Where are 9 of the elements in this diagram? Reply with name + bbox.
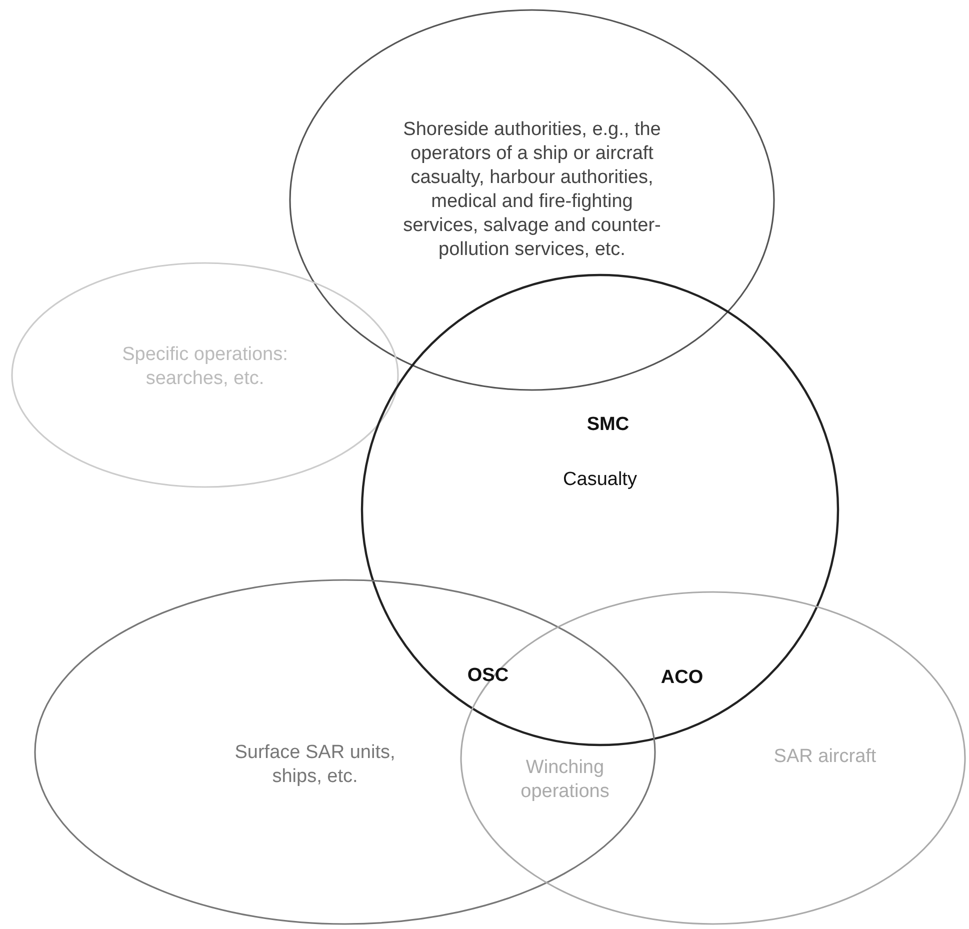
- set-label: Casualty: [562, 468, 638, 492]
- overlap-label: OSC: [466, 664, 510, 688]
- set-label: Shoreside authorities, e.g., the operators of a ship or aircraft casualty, harbour authorities, medical and fire-fighting services, salvage and counter-pollution services, etc.: [402, 118, 662, 262]
- set-label: SAR aircraft: [772, 745, 878, 769]
- set-label: Specific operations: searches, etc.: [121, 343, 289, 391]
- overlap-label: ACO: [660, 666, 704, 690]
- overlap-label: Winching operations: [520, 756, 610, 804]
- set-label: Surface SAR units, ships, etc.: [234, 741, 396, 789]
- overlap-label: SMC: [586, 413, 630, 437]
